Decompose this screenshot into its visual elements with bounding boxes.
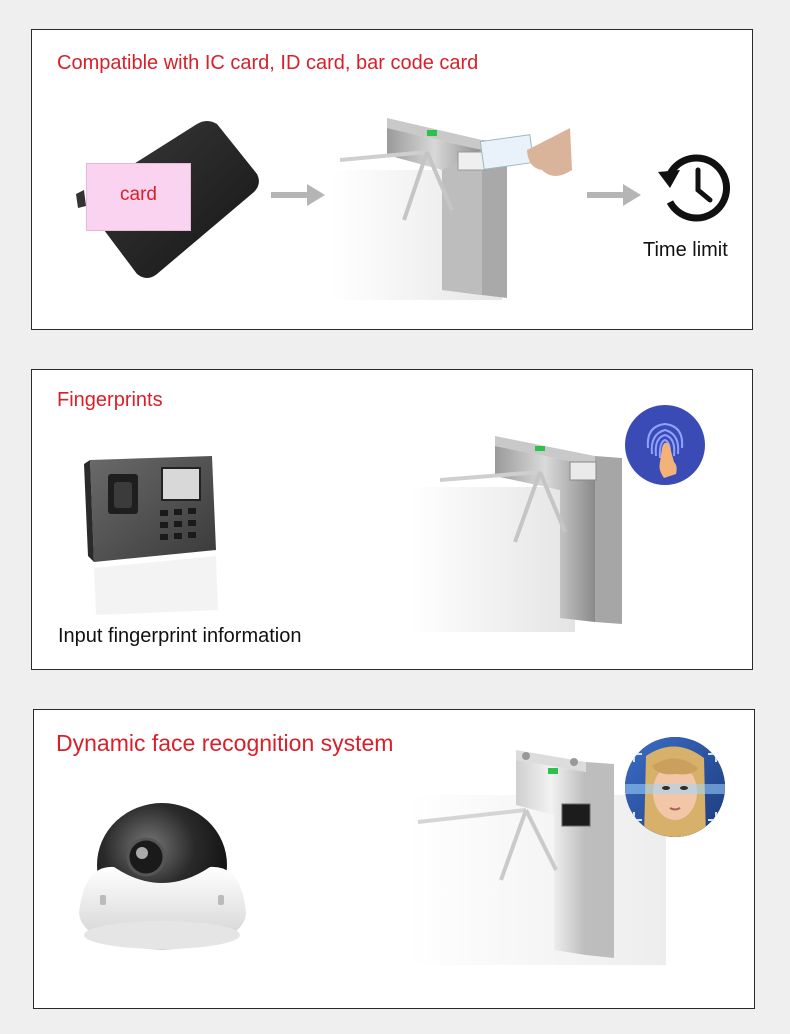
arrow-right-icon — [585, 182, 643, 208]
fingerprint-icon — [624, 404, 706, 486]
clock-history-icon — [656, 152, 730, 222]
arrow-right-icon — [269, 182, 327, 208]
time-limit-caption: Time limit — [643, 239, 728, 261]
tripod-turnstile-icon — [410, 432, 625, 632]
id-card: card — [86, 163, 191, 231]
fingerprint-terminal-icon — [80, 450, 230, 615]
panel-title: Compatible with IC card, ID card, bar co… — [57, 52, 479, 74]
fingerprint-panel: Fingerprints Input fingerprint informati… — [31, 369, 753, 670]
face-recognition-panel: Dynamic face recognition system — [33, 709, 755, 1009]
card-access-panel: Compatible with IC card, ID card, bar co… — [31, 29, 753, 330]
face-scan-icon — [624, 736, 726, 838]
dome-camera-icon — [74, 795, 249, 960]
fingerprint-caption: Input fingerprint information — [58, 625, 302, 647]
tripod-turnstile-icon — [406, 740, 666, 965]
panel-title: Dynamic face recognition system — [56, 730, 394, 756]
panel-title: Fingerprints — [57, 389, 163, 411]
card-label: card — [120, 184, 157, 205]
tripod-turnstile-icon — [332, 110, 577, 300]
